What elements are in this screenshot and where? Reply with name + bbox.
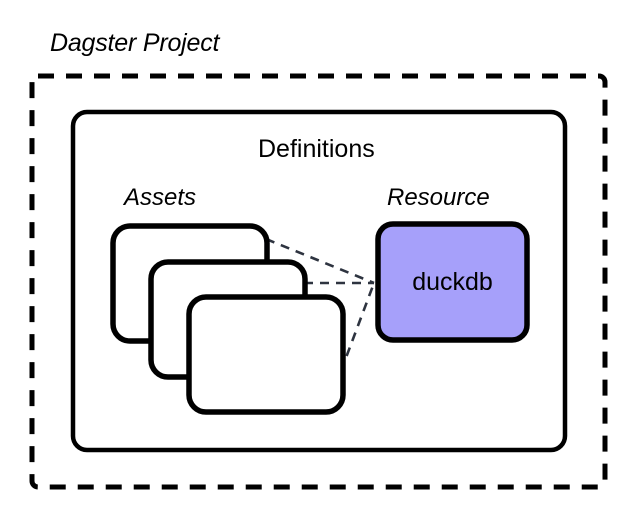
connector-asset-back-to-duckdb (265, 237, 375, 285)
resource-group-label: Resource (387, 184, 490, 211)
definitions-container-label: Definitions (258, 135, 375, 163)
assets-group-label: Assets (124, 184, 197, 211)
duckdb-box-label: duckdb (412, 267, 493, 296)
page-title: Dagster Project (50, 29, 220, 57)
duckdb-resource-box (375, 221, 530, 343)
asset-card-front (186, 294, 346, 415)
connector-group (265, 237, 376, 372)
